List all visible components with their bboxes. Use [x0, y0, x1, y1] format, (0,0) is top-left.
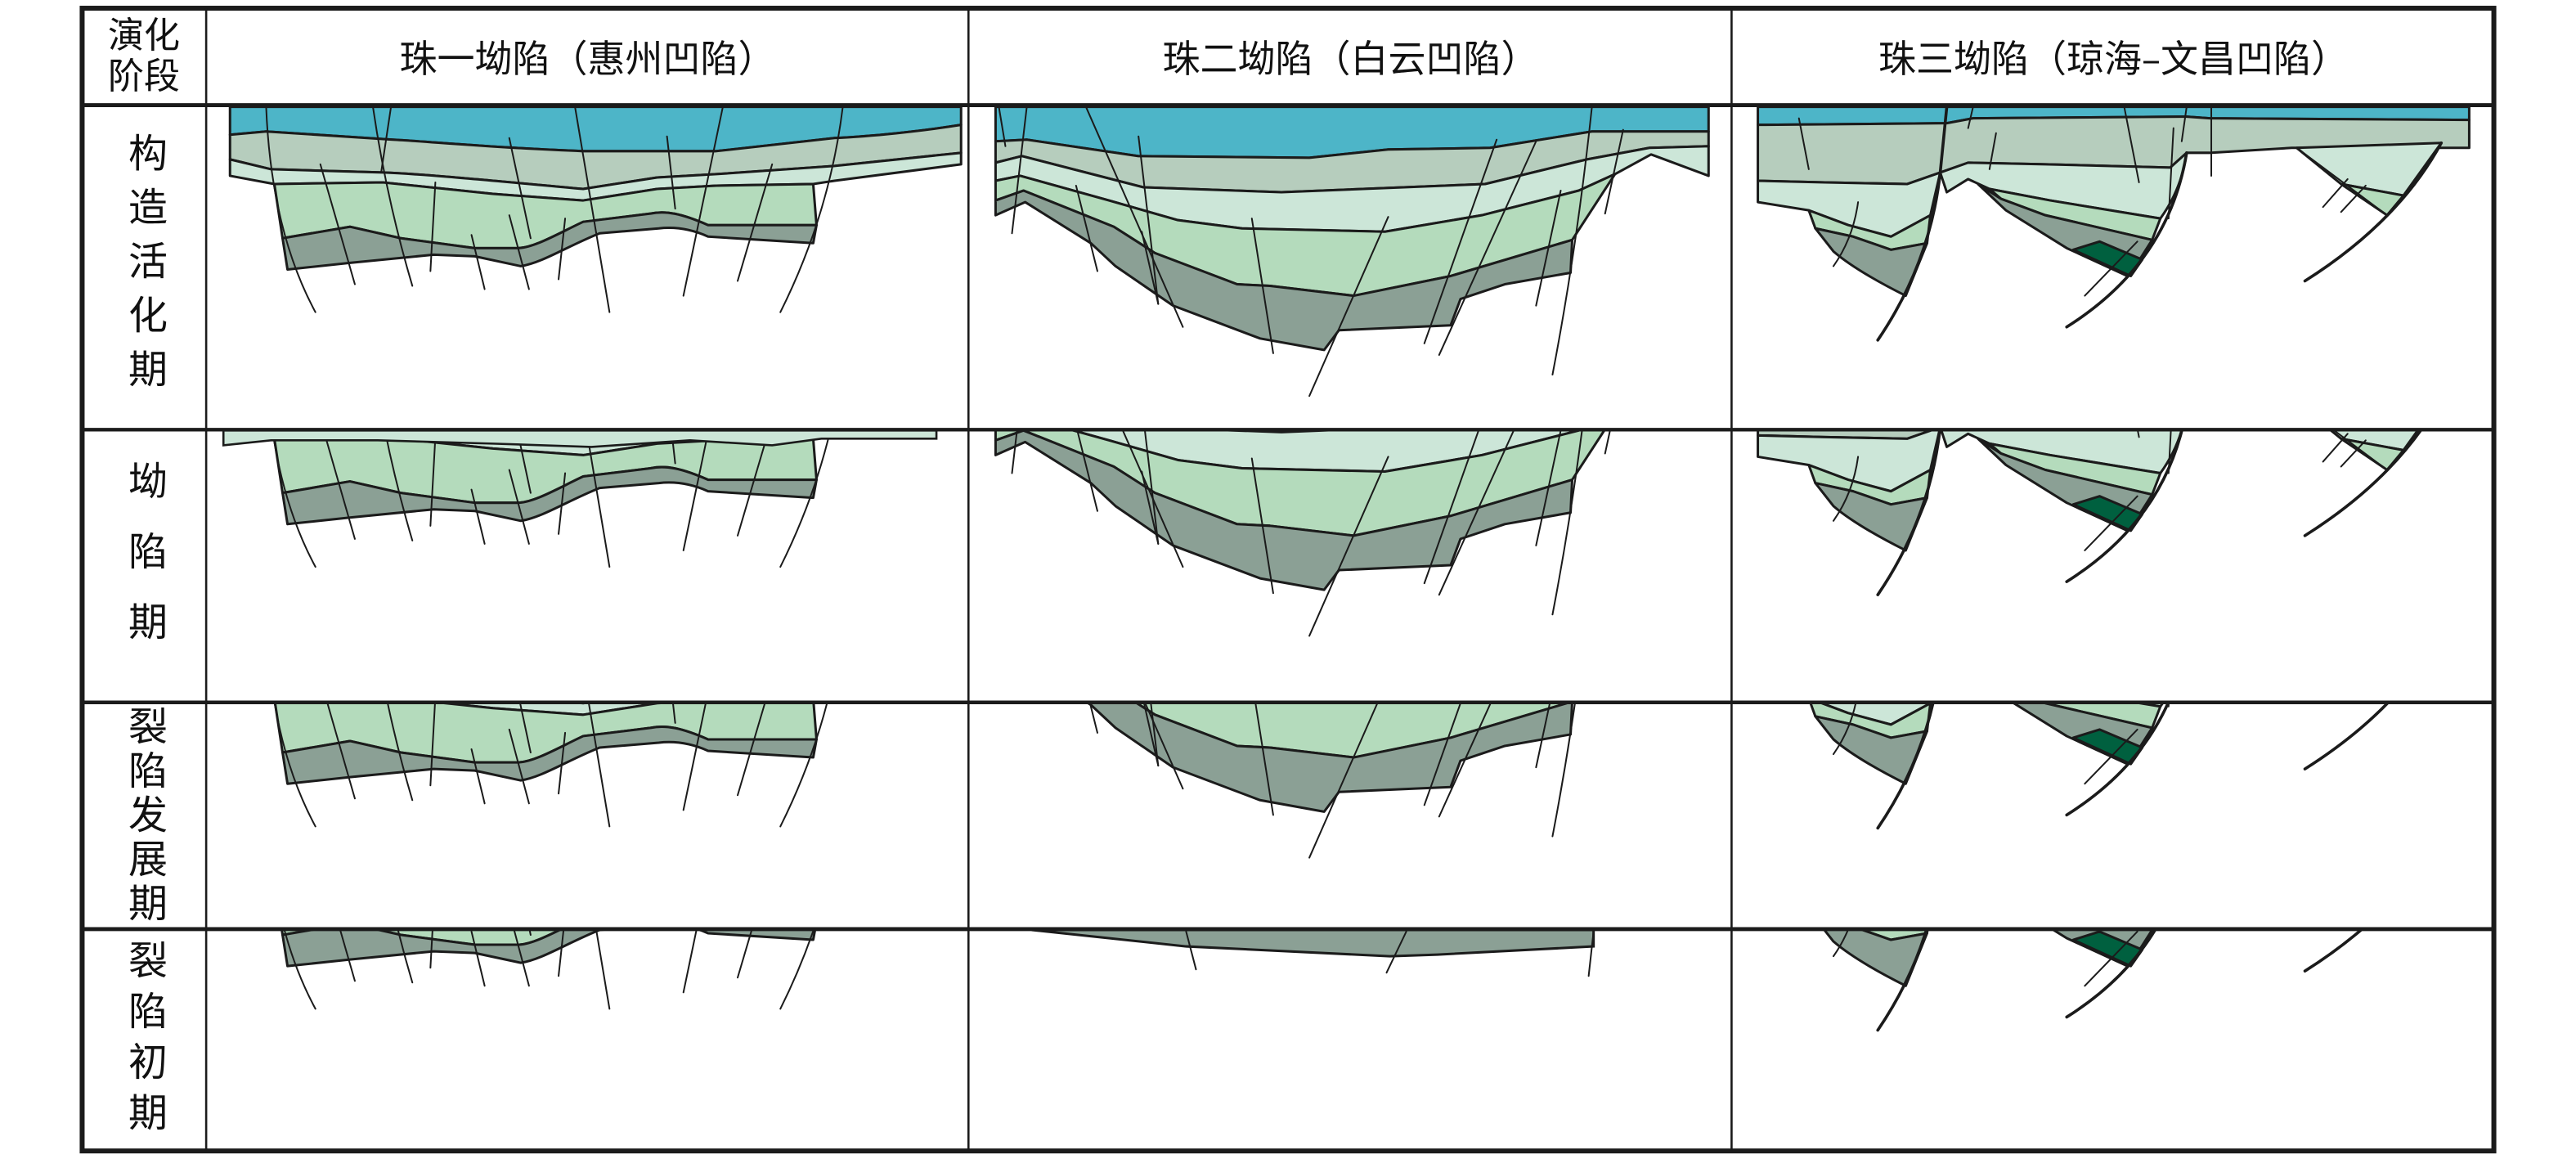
stage-label-rift-development: 裂陷发展期 — [82, 702, 206, 930]
stage-column-header: 演化 阶段 — [82, 8, 206, 105]
stage-label-depression: 坳陷期 — [82, 429, 206, 702]
section-zhu3-depression — [1756, 430, 2471, 596]
section-zhu3-rift-development — [1756, 703, 2471, 830]
column-header-zhu1: 珠一坳陷（惠州凹陷） — [399, 37, 776, 81]
section-zhu2-rift-development — [994, 703, 1710, 860]
stage-column-header-line2: 阶段 — [108, 56, 180, 97]
stage-label-rift-initial: 裂陷初期 — [82, 930, 206, 1152]
stage-label-text: 坳陷期 — [121, 460, 167, 672]
column-header-zhu3: 珠三坳陷（琼海–文昌凹陷） — [1878, 37, 2349, 81]
table-grid — [79, 6, 2497, 1154]
section-zhu3-reactivation — [1756, 105, 2471, 342]
stage-label-text: 构造活化期 — [121, 132, 167, 402]
stage-label-text: 裂陷初期 — [121, 939, 167, 1143]
section-zhu3-rift-initial — [1756, 929, 2471, 1032]
section-zhu1-rift-initial — [228, 929, 963, 1010]
stage-column-header-line1: 演化 — [108, 15, 180, 56]
section-zhu1-rift-development — [228, 703, 963, 828]
section-zhu2-reactivation — [994, 106, 1710, 398]
section-zhu1-reactivation — [228, 106, 963, 314]
section-zhu1-depression — [222, 430, 963, 568]
column-header-zhu2: 珠二坳陷（白云凹陷） — [1162, 37, 1539, 81]
section-zhu2-rift-initial — [1031, 928, 1595, 977]
section-zhu2-depression — [994, 430, 1710, 637]
stage-label-reactivation: 构造活化期 — [82, 105, 206, 429]
stage-label-text: 裂陷发展期 — [121, 705, 167, 927]
